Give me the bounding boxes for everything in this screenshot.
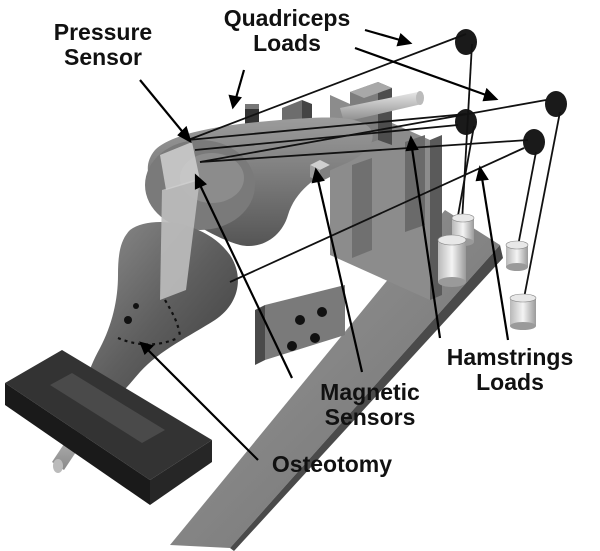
- side-block: [255, 285, 345, 365]
- tibia-marker-1: [124, 316, 132, 324]
- quadriceps-loads-label-line2: Loads: [253, 30, 321, 56]
- quadriceps-loads-label: Quadriceps Loads: [198, 6, 376, 56]
- weight-icon: [505, 240, 529, 271]
- osteotomy-line-2: [164, 299, 182, 337]
- pressure-sensor-label: Pressure Sensor: [38, 20, 168, 70]
- weight-icon: [437, 234, 467, 287]
- pressure-sensor-label-line2: Sensor: [64, 44, 142, 70]
- hamstrings-loads-label: Hamstrings Loads: [424, 345, 596, 395]
- magnetic-sensors-label-line2: Sensors: [324, 404, 416, 430]
- magnetic-sensors-label: Magnetic Sensors: [300, 380, 440, 430]
- quadriceps-loads-label-line1: Quadriceps: [223, 5, 351, 31]
- femur-rod: [340, 91, 424, 122]
- osteotomy-label: Osteotomy: [252, 452, 412, 477]
- tibia-marker-2: [133, 303, 139, 309]
- magnetic-sensors-label-line1: Magnetic: [320, 379, 420, 405]
- pressure-sensor-plate: [160, 178, 200, 300]
- hamstrings-loads-label-line1: Hamstrings: [446, 344, 574, 370]
- pulley-icon: [523, 129, 545, 155]
- pulley-icon: [545, 91, 567, 117]
- weights: [437, 213, 537, 330]
- pressure-sensor-top: [160, 142, 200, 190]
- osteotomy-label-line1: Osteotomy: [271, 451, 393, 477]
- base-plate: [170, 210, 503, 551]
- pulley-icon: [455, 29, 477, 55]
- sensor-block-top-cap: [245, 104, 259, 109]
- tibia: [86, 222, 238, 404]
- tibia-rod-end: [53, 459, 63, 473]
- weight-icon: [509, 293, 537, 330]
- leader-lines: [139, 28, 510, 461]
- pressure-sensor-label-line1: Pressure: [53, 19, 153, 45]
- foot-clamp: [5, 350, 212, 505]
- hamstrings-loads-label-line2: Loads: [476, 369, 544, 395]
